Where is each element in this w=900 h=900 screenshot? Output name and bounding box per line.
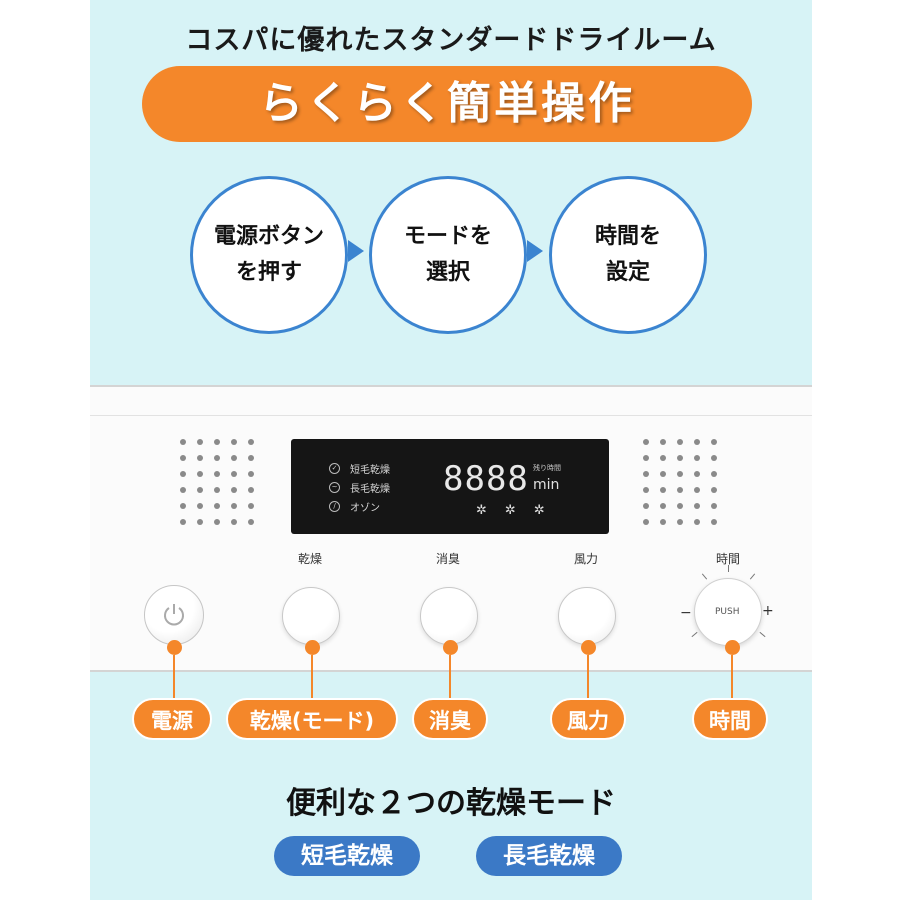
callout-line xyxy=(587,655,589,700)
dial-tick xyxy=(691,631,698,638)
fan-icon: ✲ xyxy=(476,503,487,518)
callout-power: 電源 xyxy=(132,698,212,740)
callout-line xyxy=(173,655,175,700)
step-text-line1: 時間を xyxy=(594,224,661,249)
step-time: 時間を 設定 xyxy=(549,176,707,334)
callout-line xyxy=(449,655,451,700)
callout-time: 時間 xyxy=(692,698,768,740)
arrow-right-icon xyxy=(527,240,543,262)
callout-deodorize: 消臭 xyxy=(412,698,488,740)
dial-tick xyxy=(728,565,729,572)
title-banner: らくらく簡単操作 xyxy=(142,66,752,142)
wind-button-label: 風力 xyxy=(573,552,598,566)
mode-label: 長毛乾燥 xyxy=(350,484,390,495)
push-label: PUSH xyxy=(715,607,740,617)
callout-dry-mode: 乾燥(モード) xyxy=(226,698,398,740)
mode-row-short: ✓ 短毛乾燥 xyxy=(329,459,390,478)
mode-row-ozone: / オゾン xyxy=(329,497,390,516)
dial-plus: + xyxy=(762,603,774,619)
lcd-display: ✓ 短毛乾燥 ~ 長毛乾燥 / オゾン 8888 残り時間 min ✲ ✲ ✲ xyxy=(291,439,609,534)
mode-list: ✓ 短毛乾燥 ~ 長毛乾燥 / オゾン xyxy=(329,459,390,516)
long-hair-icon: ~ xyxy=(329,482,340,493)
dry-button-label: 乾燥 xyxy=(297,552,322,566)
callout-line xyxy=(731,655,733,700)
short-hair-icon: ✓ xyxy=(329,463,340,474)
fan-icon: ✲ xyxy=(504,503,516,518)
time-dial-label: 時間 xyxy=(715,552,740,566)
mode-pill-long-hair: 長毛乾燥 xyxy=(476,836,622,876)
power-button[interactable] xyxy=(144,585,204,645)
callout-dot xyxy=(305,640,320,655)
step-text-line2: 設定 xyxy=(605,260,650,285)
speaker-grille-right xyxy=(643,439,718,525)
dial-tick xyxy=(749,573,756,580)
step-power: 電源ボタン を押す xyxy=(190,176,348,334)
step-text-line2: 選択 xyxy=(425,260,470,285)
deodorize-button[interactable] xyxy=(420,587,478,645)
mode-pill-short-hair: 短毛乾燥 xyxy=(274,836,420,876)
speaker-grille-left xyxy=(180,439,255,525)
mode-row-long: ~ 長毛乾燥 xyxy=(329,478,390,497)
ozone-icon: / xyxy=(329,501,340,512)
dial-minus: − xyxy=(680,605,692,621)
fan-level-indicator: ✲ ✲ ✲ xyxy=(476,503,545,518)
mode-label: オゾン xyxy=(350,503,380,514)
minutes-unit: min xyxy=(533,477,560,493)
callout-dot xyxy=(443,640,458,655)
dry-button[interactable] xyxy=(282,587,340,645)
step-text-line1: モードを xyxy=(403,224,492,249)
step-text-line2: を押す xyxy=(235,260,302,285)
callout-line xyxy=(311,655,313,700)
control-panel: ✓ 短毛乾燥 ~ 長毛乾燥 / オゾン 8888 残り時間 min ✲ ✲ ✲ xyxy=(90,385,812,672)
segment-digits: 8888 xyxy=(443,459,529,499)
dial-tick xyxy=(701,573,708,580)
callout-dot xyxy=(167,640,182,655)
remaining-time-label: 残り時間 xyxy=(533,464,561,472)
callout-dot xyxy=(725,640,740,655)
subtitle: コスパに優れたスタンダードドライルーム xyxy=(185,25,717,56)
panel-seam xyxy=(90,415,812,416)
fan-icon: ✲ xyxy=(533,503,545,518)
callout-wind: 風力 xyxy=(550,698,626,740)
power-icon xyxy=(164,604,184,626)
wind-button[interactable] xyxy=(558,587,616,645)
step-text-line1: 電源ボタン xyxy=(213,224,324,249)
callout-dot xyxy=(581,640,596,655)
product-infographic: コスパに優れたスタンダードドライルーム らくらく簡単操作 電源ボタン を押す モ… xyxy=(90,0,812,900)
deodorize-button-label: 消臭 xyxy=(435,552,460,566)
step-mode: モードを 選択 xyxy=(369,176,527,334)
dial-tick xyxy=(759,631,766,638)
time-dial[interactable]: PUSH xyxy=(694,578,762,646)
modes-heading: 便利な２つの乾燥モード xyxy=(286,786,616,821)
arrow-right-icon xyxy=(348,240,364,262)
mode-label: 短毛乾燥 xyxy=(350,465,390,476)
